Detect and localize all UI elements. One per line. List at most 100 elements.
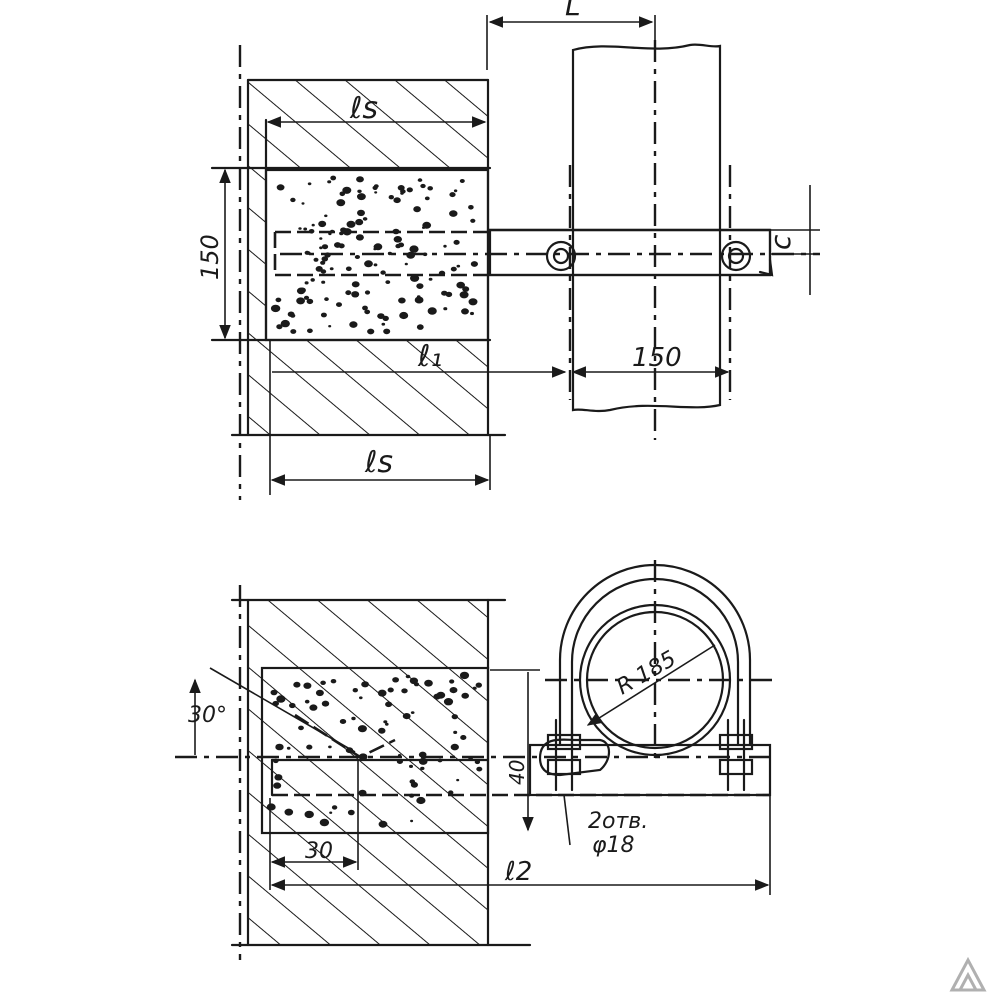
dim-ls-top-label: ℓs (349, 91, 378, 126)
top-view: L ℓs 150 ℓ₁ 150 c ℓs (196, 0, 820, 500)
aggregate-dot (336, 199, 346, 207)
aggregate-dot (315, 689, 324, 697)
aggregate-dot (383, 720, 388, 724)
aggregate-dot (266, 803, 276, 811)
aggregate-dot (324, 297, 329, 301)
aggregate-dot (372, 185, 378, 190)
aggregate-dot (357, 209, 365, 217)
aggregate-dot (276, 324, 283, 330)
aggregate-dot (327, 180, 332, 184)
aggregate-dot (459, 291, 469, 299)
aggregate-dot (374, 191, 378, 194)
aggregate-dot (373, 244, 381, 250)
aggregate-dot (472, 686, 477, 690)
aggregate-dot (290, 329, 297, 334)
aggregate-dot (319, 818, 330, 827)
aggregate-dot (456, 778, 460, 782)
aggregate-dot (414, 296, 424, 304)
aggregate-dot (416, 295, 421, 299)
aggregate-dot (409, 779, 416, 784)
aggregate-dot (443, 244, 447, 248)
aggregate-dot (329, 811, 333, 814)
aggregate-dot (328, 745, 332, 749)
aggregate-dot (401, 688, 408, 694)
aggregate-dot (416, 324, 424, 330)
aggregate-dot (310, 278, 315, 282)
aggregate-dot (427, 186, 434, 191)
aggregate-dot (417, 178, 423, 182)
aggregate-dot (367, 328, 375, 335)
aggregate-dot (324, 214, 328, 218)
aggregate-dot (400, 192, 404, 195)
aggregate-dot (356, 176, 364, 183)
aggregate-dot (445, 291, 453, 298)
aggregate-dot (409, 245, 419, 253)
aggregate-dot (319, 246, 323, 250)
aggregate-dot (303, 227, 308, 231)
aggregate-dot (315, 266, 323, 272)
aggregate-dot (321, 280, 326, 284)
aggregate-dot (289, 702, 296, 709)
aggregate-dot (303, 682, 312, 689)
aggregate-dot (399, 311, 409, 320)
aggregate-dot (284, 808, 294, 816)
aggregate-dot (428, 277, 433, 281)
aggregate-dot (293, 681, 301, 688)
aggregate-dot (311, 223, 315, 227)
aggregate-dot (449, 210, 458, 217)
aggregate-dot (290, 313, 296, 318)
aggregate-dot (275, 297, 282, 303)
aggregate-dot (427, 307, 437, 315)
aggregate-dot (410, 711, 415, 714)
aggregate-dot (303, 295, 310, 300)
aggregate-dot (378, 820, 388, 828)
holes-label-line1: 2отв. (588, 809, 648, 834)
aggregate-dot (361, 681, 369, 688)
aggregate-dot (355, 218, 364, 226)
aggregate-dot (373, 263, 378, 267)
aggregate-dot (451, 714, 458, 720)
aggregate-dot (320, 260, 326, 265)
aggregate-dot (304, 810, 314, 819)
aggregate-dot (470, 261, 478, 267)
aggregate-dot (397, 185, 405, 191)
aggregate-dot (468, 298, 478, 306)
wall-hatch-left (248, 170, 266, 340)
aggregate-dot (393, 197, 401, 204)
holes-label-line2: φ18 (592, 833, 635, 858)
aggregate-dot (409, 764, 413, 769)
aggregate-dot (354, 255, 360, 259)
aggregate-dot (347, 809, 355, 816)
aggregate-dot (424, 196, 430, 201)
aggregate-dot (274, 774, 283, 781)
aggregate-dot (276, 695, 286, 703)
aggregate-dot (476, 766, 483, 772)
aggregate-dot (307, 182, 312, 186)
aggregate-dot (460, 735, 467, 740)
aggregate-dot (364, 290, 371, 295)
aggregate-dot (468, 205, 474, 210)
aggregate-dot (462, 286, 470, 292)
aggregate-dot (276, 184, 285, 191)
dim-40-label: 40 (505, 760, 529, 785)
aggregate-dot (334, 242, 342, 248)
aggregate-dot (404, 262, 408, 266)
aggregate-dot (345, 290, 352, 296)
base-plate (528, 743, 772, 797)
aggregate-dot (398, 297, 406, 304)
aggregate-dot (306, 744, 313, 750)
aggregate-dot (290, 197, 296, 203)
wall-hatch-full (248, 600, 488, 945)
aggregate-dot (321, 700, 330, 707)
aggregate-dot (402, 713, 411, 720)
aggregate-dot (299, 287, 306, 293)
aggregate-dot (383, 328, 391, 335)
dim-ls-bottom-label: ℓs (364, 445, 393, 480)
aggregate-dot (306, 298, 314, 305)
aggregate-dot (351, 281, 360, 288)
wall-hatch-bottom (248, 340, 488, 435)
aggregate-dot (298, 227, 302, 230)
nut-right-icon (720, 240, 752, 272)
dim-30-label: 30 (305, 839, 333, 864)
